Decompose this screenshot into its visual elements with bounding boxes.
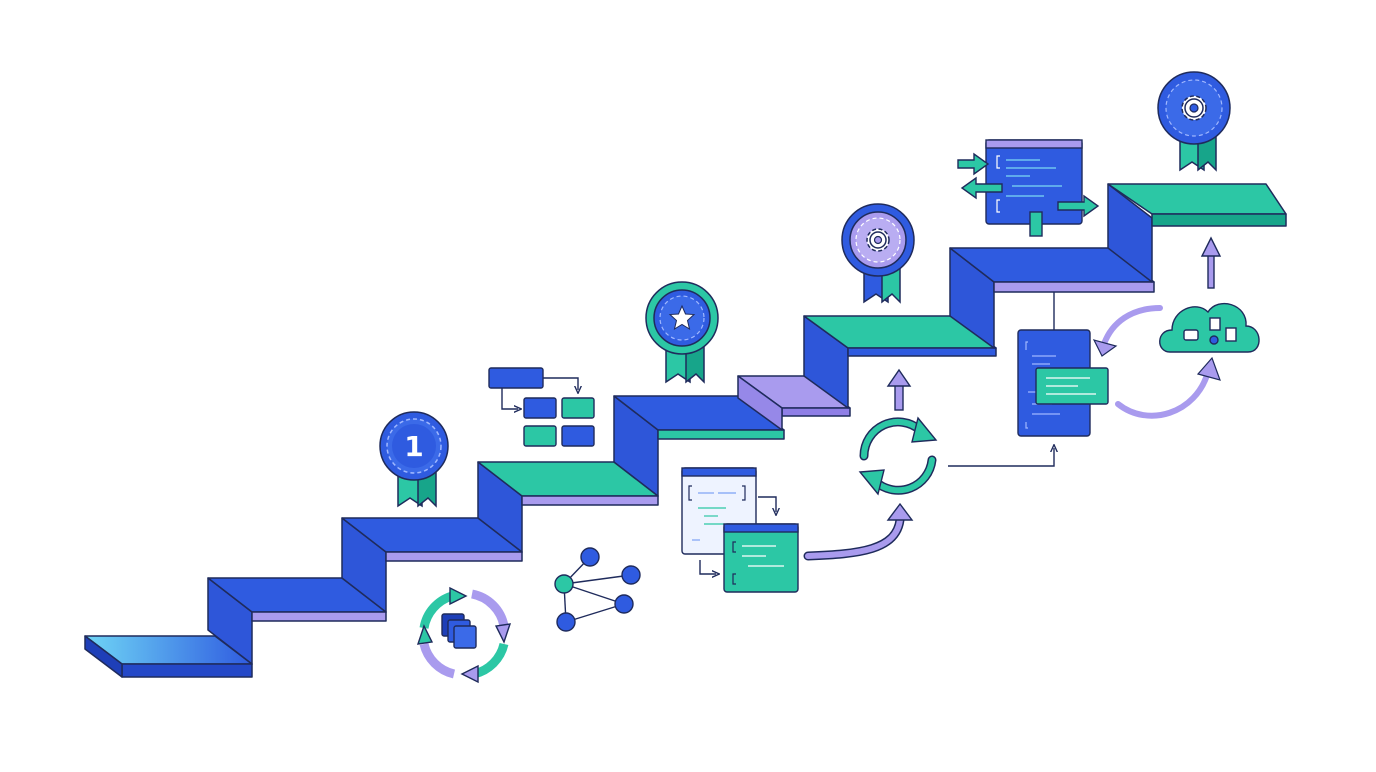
refresh-cycle-icon <box>858 416 938 496</box>
rosette-badge-3 <box>841 203 915 304</box>
network-graph-icon <box>554 547 641 632</box>
arrow-left-icon <box>960 176 1003 200</box>
rosette-scallop <box>379 411 449 481</box>
step-3 <box>341 517 523 562</box>
flow-arrow-curve-fill <box>805 517 903 559</box>
staircase <box>84 183 1287 678</box>
star-icon <box>668 304 696 331</box>
cloud-up-arrow-icon <box>1200 236 1222 289</box>
up-arrow-icon <box>886 368 912 411</box>
cloud-arrow-right <box>1115 369 1211 419</box>
number-one-icon: 1 <box>404 430 423 463</box>
step-7 <box>949 247 1155 293</box>
rosette-badge-4 <box>1157 71 1231 172</box>
step-5b <box>737 375 851 431</box>
flowchart-icon <box>488 367 595 447</box>
step-1 <box>84 635 253 678</box>
code-transfer-icon <box>957 139 1100 237</box>
cloud-arrow-left-head <box>1092 339 1118 357</box>
step-8 <box>1107 183 1287 227</box>
flow-arrow-head <box>886 502 914 521</box>
sync-layers-icon <box>416 586 512 684</box>
document-panel-icon <box>1017 329 1109 437</box>
connector-line <box>948 448 1054 467</box>
step-2 <box>207 577 387 622</box>
gear-icon <box>866 228 890 252</box>
arrow-right-icon <box>1057 194 1100 218</box>
step-5 <box>613 395 785 440</box>
cloud-icon <box>1159 302 1260 353</box>
cloud-arrow-left <box>1101 305 1163 347</box>
cloud-arrow-right-head <box>1196 356 1221 381</box>
rosette-badge-1: 1 <box>379 411 449 508</box>
code-windows-icon <box>681 467 799 593</box>
step-6 <box>803 315 997 357</box>
riser-7 <box>1107 183 1153 283</box>
rosette-badge-2 <box>645 281 719 384</box>
gear-icon <box>1181 95 1207 121</box>
arrow-right-icon <box>957 152 990 176</box>
